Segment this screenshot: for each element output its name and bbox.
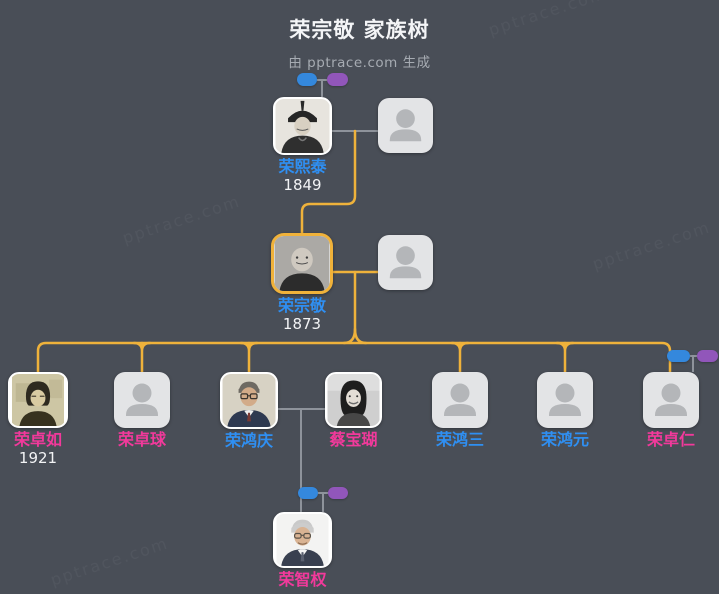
person-name: 蔡宝瑚 xyxy=(329,430,378,449)
person-placeholder-icon xyxy=(444,383,476,416)
person-name: 荣卓仁 xyxy=(646,430,695,449)
portrait-rong-zhuoru[interactable] xyxy=(8,372,68,428)
person-name: 荣鸿元 xyxy=(540,430,589,449)
person-name: 荣宗敬 xyxy=(277,296,326,315)
person-node-rong-zhuoren: 荣卓仁 xyxy=(643,372,699,449)
person-node-rong-zhuoru: 荣卓如 1921 xyxy=(8,372,68,467)
birth-year: 1873 xyxy=(282,315,322,333)
person-node-rong-hongyuan: 荣鸿元 xyxy=(537,372,593,449)
mother-pill[interactable] xyxy=(327,73,348,86)
person-node-rong-zhiquan: 荣智权 xyxy=(273,512,332,589)
portrait-rong-hongqing[interactable] xyxy=(220,372,278,429)
person-node-rong-zhuoqiu: 荣卓球 xyxy=(114,372,170,449)
page-subtitle: 由 pptrace.com 生成 xyxy=(288,55,431,71)
qing-official-portrait-image xyxy=(275,99,330,153)
person-placeholder-icon xyxy=(549,383,581,416)
person-name: 荣熙泰 xyxy=(278,157,327,176)
portrait-cai-baohu[interactable] xyxy=(325,372,382,428)
young-woman-bw-portrait-image xyxy=(327,374,380,426)
person-name: 荣智权 xyxy=(278,570,327,589)
person-node-xitai-spouse xyxy=(378,98,433,153)
page-title: 荣宗敬 家族树 xyxy=(289,18,430,42)
gray-hair-man-suit-portrait-image xyxy=(276,514,329,566)
avatar-placeholder[interactable] xyxy=(432,372,488,428)
woman-sepia-portrait-image xyxy=(12,374,64,426)
person-node-zongjing-spouse xyxy=(378,235,433,290)
avatar-placeholder[interactable] xyxy=(537,372,593,428)
person-placeholder-icon xyxy=(389,246,422,279)
header: 荣宗敬 家族树 由 pptrace.com 生成 xyxy=(0,14,719,71)
avatar-placeholder[interactable] xyxy=(378,235,433,290)
birth-year: 1921 xyxy=(18,449,58,467)
person-node-rong-xitai: 荣熙泰 1849 xyxy=(273,97,332,194)
mother-pill[interactable] xyxy=(328,487,348,499)
father-pill[interactable] xyxy=(298,487,318,499)
person-placeholder-icon xyxy=(389,109,422,142)
person-name: 荣鸿庆 xyxy=(224,431,273,450)
portrait-rong-zongjing[interactable] xyxy=(271,233,333,294)
avatar-placeholder[interactable] xyxy=(643,372,699,428)
person-placeholder-icon xyxy=(655,383,687,416)
lineage-lines xyxy=(36,129,672,374)
person-placeholder-icon xyxy=(126,383,158,416)
person-name: 荣卓如 xyxy=(13,430,62,449)
portrait-rong-xitai[interactable] xyxy=(273,97,332,155)
person-node-rong-zongjing: 荣宗敬 1873 xyxy=(271,233,333,333)
avatar-placeholder[interactable] xyxy=(378,98,433,153)
person-node-rong-hongqing: 荣鸿庆 xyxy=(220,372,278,450)
mother-pill[interactable] xyxy=(697,350,718,362)
person-node-cai-baohu: 蔡宝瑚 xyxy=(325,372,382,449)
person-name: 荣卓球 xyxy=(117,430,166,449)
father-pill[interactable] xyxy=(667,350,690,362)
father-pill[interactable] xyxy=(297,73,317,86)
bald-man-portrait-image xyxy=(274,236,330,291)
avatar-placeholder[interactable] xyxy=(114,372,170,428)
person-name: 荣鸿三 xyxy=(435,430,484,449)
birth-year: 1849 xyxy=(283,176,322,194)
person-node-rong-hongsan: 荣鸿三 xyxy=(432,372,488,449)
man-glasses-suit-portrait-image xyxy=(222,374,276,427)
portrait-rong-zhiquan[interactable] xyxy=(273,512,332,568)
